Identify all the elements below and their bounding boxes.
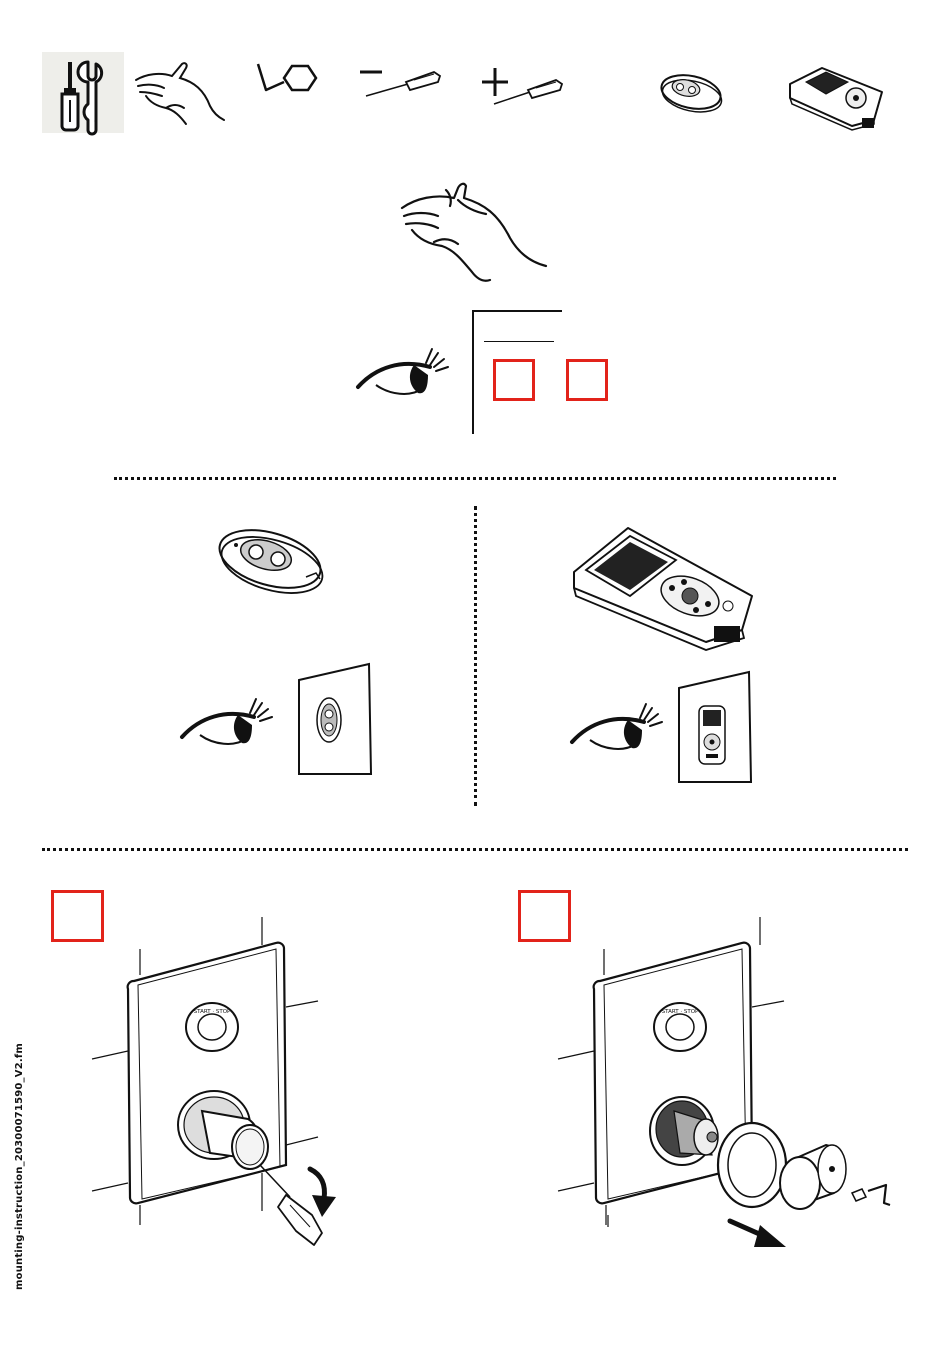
remote-control-icon xyxy=(658,70,728,120)
checkbox-icon xyxy=(493,359,535,401)
file-label: mounting-instruction_20300071590_V2.fm xyxy=(14,1043,25,1290)
hex-key-icon xyxy=(254,60,324,100)
flat-screwdriver-icon xyxy=(358,62,448,102)
eye-icon xyxy=(570,700,670,760)
remote-control-icon xyxy=(214,525,334,605)
tools-panel xyxy=(42,52,124,133)
arrow-down-icon xyxy=(300,1165,340,1225)
eye-icon xyxy=(356,345,456,405)
checklist-rule xyxy=(484,341,554,342)
tools-icon xyxy=(42,52,124,133)
start-stop-label: START · STOP xyxy=(194,1009,231,1015)
start-stop-label: START · STOP xyxy=(662,1009,699,1015)
service-handheld-icon xyxy=(566,522,756,652)
remote-manual-icon xyxy=(297,660,375,778)
service-handheld-icon xyxy=(782,62,892,132)
eye-icon xyxy=(180,695,280,755)
arrow-icon xyxy=(726,1215,796,1255)
section-divider xyxy=(42,848,908,851)
handheld-manual-icon xyxy=(677,670,755,786)
wall-panel-exploded-icon: START · STOP xyxy=(556,915,916,1255)
column-divider xyxy=(474,506,477,806)
hand-icon xyxy=(132,58,222,128)
phillips-screwdriver-icon xyxy=(478,62,568,108)
hand-icon xyxy=(398,170,558,280)
section-divider xyxy=(114,477,836,480)
checkbox-icon xyxy=(566,359,608,401)
